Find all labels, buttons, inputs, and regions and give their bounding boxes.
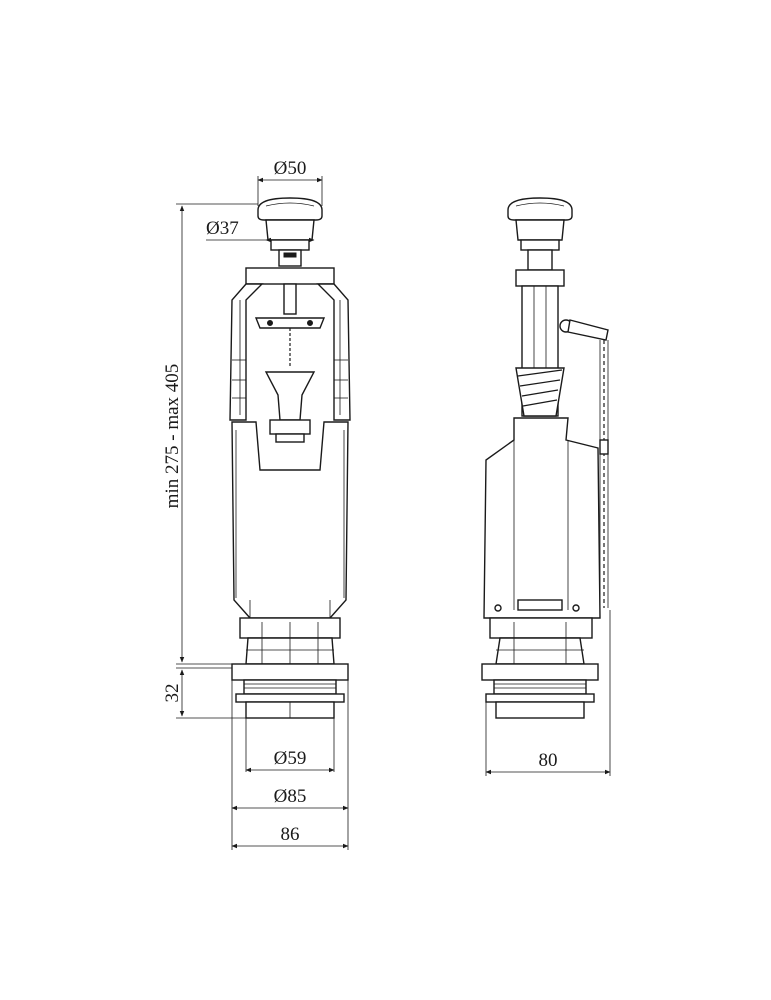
side-push-button xyxy=(507,197,573,271)
label-h32: 32 xyxy=(162,684,183,703)
side-body xyxy=(483,417,609,619)
front-view xyxy=(229,197,351,719)
side-chain xyxy=(599,340,609,608)
side-cage xyxy=(489,617,593,665)
dimension-h32: 32 xyxy=(162,667,246,719)
dimension-d85: Ø85 xyxy=(231,680,349,812)
front-upper-frame xyxy=(229,267,351,443)
label-d37: Ø37 xyxy=(206,218,239,239)
dimension-height: min 275 - max 405 xyxy=(162,203,258,665)
label-d50: Ø50 xyxy=(274,158,307,179)
front-base xyxy=(231,663,349,719)
front-body xyxy=(231,421,349,619)
dimension-w86: 86 xyxy=(231,812,349,850)
label-d85: Ø85 xyxy=(274,786,307,807)
front-push-button xyxy=(257,197,323,267)
label-w80: 80 xyxy=(539,750,558,771)
side-column xyxy=(515,269,609,417)
side-view xyxy=(481,197,609,719)
front-cage xyxy=(239,617,341,665)
dimension-d37: Ø37 xyxy=(206,218,315,243)
dimension-w80: 80 xyxy=(485,610,611,776)
label-height-range: min 275 - max 405 xyxy=(162,364,183,509)
label-d59: Ø59 xyxy=(274,748,307,769)
dimension-d59: Ø59 xyxy=(245,718,335,773)
label-w86: 86 xyxy=(281,824,300,845)
side-base xyxy=(481,663,599,719)
dimension-d50: Ø50 xyxy=(257,158,323,206)
